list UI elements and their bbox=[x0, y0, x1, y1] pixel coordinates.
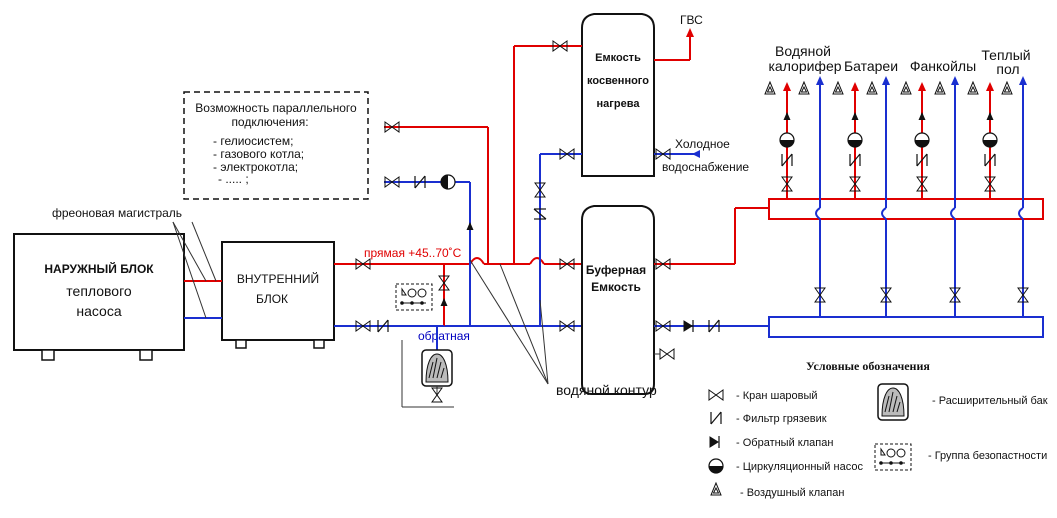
legend: Условные обозначения - Кран шаровый - Фи… bbox=[708, 359, 1048, 499]
supply-label: прямая +45..70˚С bbox=[364, 246, 462, 260]
return-manifold bbox=[768, 316, 1044, 338]
indirect-tank-label-1: Емкость bbox=[595, 52, 641, 64]
dhw-label: ГВС bbox=[680, 13, 703, 27]
parallel-item-4: - ..... ; bbox=[218, 172, 249, 186]
freon-lines: фреоновая магистраль bbox=[52, 206, 222, 319]
consumer-1-label-1: Водяной bbox=[775, 43, 831, 59]
parallel-connection-box: Возможность параллельного подключения: -… bbox=[183, 91, 369, 200]
return-line: обратная bbox=[334, 319, 582, 343]
legend-item-filter: - Фильтр грязевик bbox=[736, 413, 827, 425]
consumer-4-label-1: Теплый bbox=[981, 47, 1030, 63]
consumer-labels: Водяной калорифер Батареи Фанкойлы Теплы… bbox=[768, 43, 1030, 77]
legend-item-pump: - Циркуляционный насос bbox=[736, 461, 863, 473]
safety-branch bbox=[395, 264, 454, 408]
legend-item-check-valve: - Обратный клапан bbox=[736, 437, 833, 449]
cold-water-label-2: водоснабжение bbox=[662, 160, 749, 174]
indoor-unit-label-2: БЛОК bbox=[256, 292, 288, 306]
indirect-tank-label-2: косвенного bbox=[587, 75, 649, 87]
parallel-title-2: подключения: bbox=[231, 115, 308, 129]
outdoor-unit-label-3: насоса bbox=[76, 303, 121, 319]
water-circuit-label: водяной контур bbox=[556, 382, 657, 398]
parallel-item-3: - электрокотла; bbox=[213, 160, 298, 174]
consumer-4-label-2: пол bbox=[996, 61, 1019, 77]
freon-line-label: фреоновая магистраль bbox=[52, 206, 182, 220]
consumer-circuits bbox=[764, 76, 1029, 317]
supply-manifold bbox=[768, 198, 1044, 220]
indirect-tank: Емкость косвенного нагрева bbox=[581, 13, 655, 177]
supply-line: прямая +45..70˚С bbox=[334, 246, 582, 270]
legend-item-expansion-tank: - Расширительный бак bbox=[932, 395, 1048, 407]
return-label: обратная bbox=[418, 329, 470, 343]
indoor-unit-label-1: ВНУТРЕННИЙ bbox=[237, 271, 319, 286]
parallel-title-1: Возможность параллельного bbox=[195, 101, 357, 115]
legend-title: Условные обозначения bbox=[806, 359, 930, 373]
consumer-1-label-2: калорифер bbox=[768, 58, 841, 74]
buffer-tank-label-2: Емкость bbox=[591, 280, 641, 294]
buffer-outlets bbox=[654, 207, 769, 360]
consumer-3-label: Фанкойлы bbox=[910, 58, 976, 74]
water-circuit-pointer: водяной контур bbox=[469, 259, 657, 398]
outdoor-unit: НАРУЖНЫЙ БЛОК теплового насоса bbox=[13, 233, 185, 361]
parallel-item-2: - газового котла; bbox=[213, 147, 304, 161]
legend-item-ball-valve: - Кран шаровый bbox=[736, 390, 818, 402]
indirect-tank-label-3: нагрева bbox=[597, 98, 641, 110]
cold-water-label-1: Холодное bbox=[675, 137, 730, 151]
outdoor-unit-label-1: НАРУЖНЫЙ БЛОК bbox=[44, 261, 154, 276]
parallel-item-1: - гелиосистем; bbox=[213, 134, 293, 148]
outdoor-unit-label-2: теплового bbox=[66, 283, 132, 299]
parallel-lines bbox=[384, 121, 489, 326]
legend-item-safety-group: - Группа безопастности bbox=[928, 450, 1047, 462]
buffer-tank-label-1: Буферная bbox=[586, 263, 646, 277]
legend-item-air-vent: - Воздушный клапан bbox=[740, 487, 844, 499]
buffer-tank: Буферная Емкость bbox=[581, 205, 655, 395]
indirect-tank-piping: ГВС Холодное водоснабжение bbox=[513, 13, 749, 326]
indoor-unit: ВНУТРЕННИЙ БЛОК bbox=[221, 241, 335, 349]
consumer-2-label: Батареи bbox=[844, 58, 898, 74]
